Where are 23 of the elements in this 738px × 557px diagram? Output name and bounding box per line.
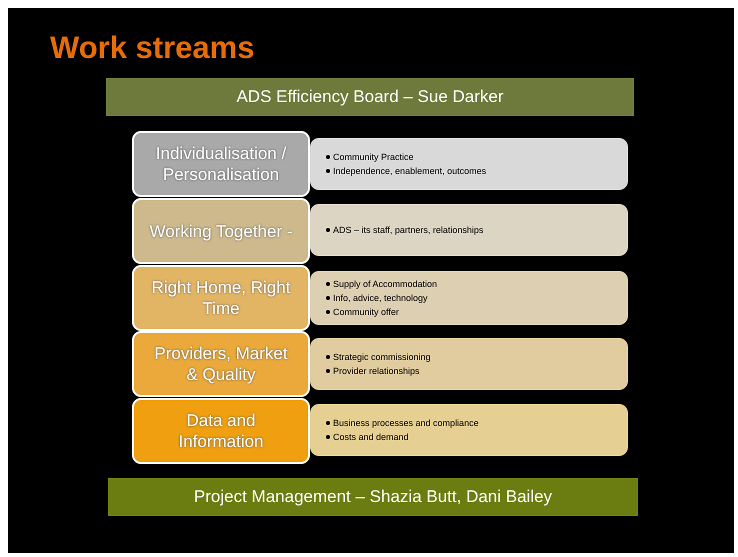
workstream-box: Data and Information bbox=[132, 398, 310, 464]
detail-box bbox=[310, 138, 628, 190]
workstream-box: Right Home, Right Time bbox=[132, 265, 310, 331]
bullet-text: Supply of Accommodation bbox=[333, 278, 438, 291]
bullet-text: Community Practice bbox=[333, 151, 414, 164]
workstream-box: Providers, Market & Quality bbox=[132, 331, 310, 397]
bullet-text: ADS – its staff, partners, relationships bbox=[333, 224, 484, 237]
detail-box bbox=[310, 204, 628, 256]
bullet-text: Community offer bbox=[333, 306, 399, 319]
banner-bar: ADS Efficiency Board – Sue Darker bbox=[106, 78, 634, 116]
detail-box bbox=[310, 404, 628, 456]
workstream-box: Individualisation / Personalisation bbox=[132, 131, 310, 197]
bullet-text: Independence, enablement, outcomes bbox=[333, 165, 486, 178]
bullet-text: Strategic commissioning bbox=[333, 351, 431, 364]
bullet-text: Business processes and compliance bbox=[333, 417, 479, 430]
bullet-text: Provider relationships bbox=[333, 365, 420, 378]
bullet-text: Info, advice, technology bbox=[333, 292, 428, 305]
banner-bar: Project Management – Shazia Butt, Dani Bailey bbox=[108, 478, 638, 516]
bullet-text: Costs and demand bbox=[333, 431, 409, 444]
detail-box bbox=[310, 338, 628, 390]
slide-title: Work streams bbox=[50, 30, 254, 66]
workstream-box: Working Together - bbox=[132, 198, 310, 264]
detail-box bbox=[310, 271, 628, 325]
